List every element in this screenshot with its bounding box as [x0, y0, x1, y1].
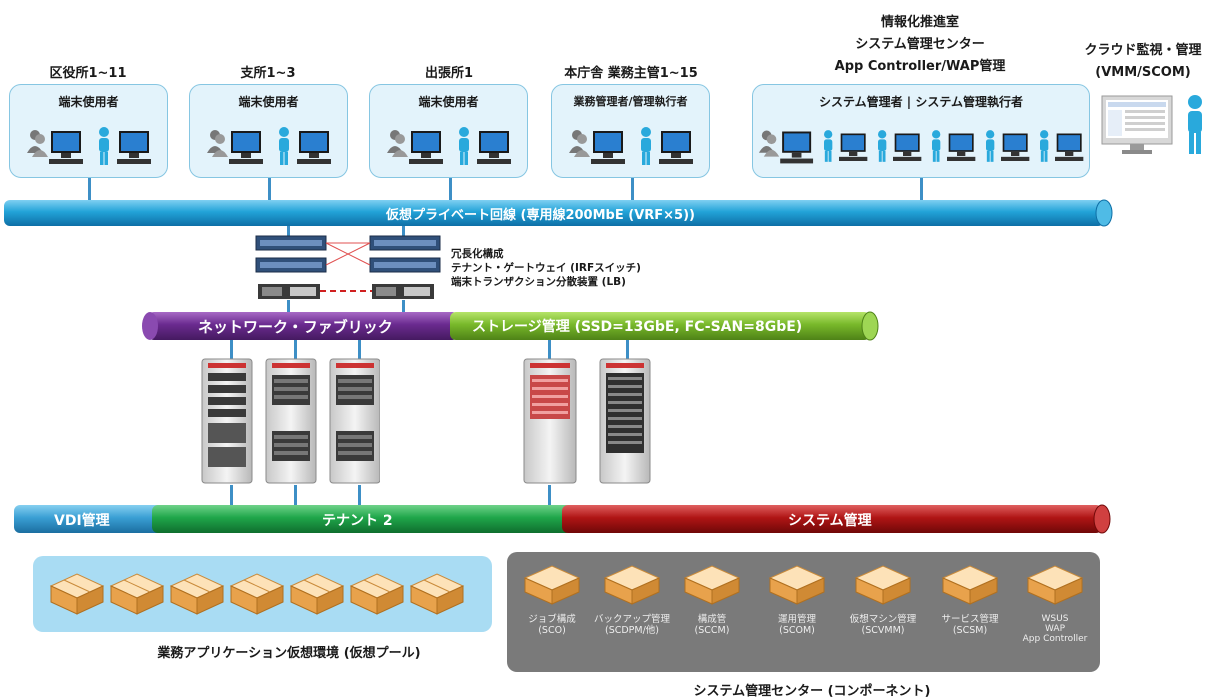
network-fabric-label: ネットワーク・ファブリック: [198, 318, 393, 336]
user-group: [370, 125, 527, 167]
person-icon: [986, 130, 1030, 162]
person-icon: [1040, 130, 1084, 162]
component-label: 運用管理(SCOM): [777, 614, 816, 636]
box-label: 端末使用者: [58, 95, 119, 109]
storage-arrays-icon: [523, 358, 651, 484]
site-title-it-office: 情報化推進室 システム管理センター App Controller/WAP管理: [834, 15, 1006, 74]
virtual-server-boxes-icon: [49, 573, 465, 615]
monitoring-console-icon: [1101, 95, 1202, 154]
person-icon: [640, 127, 693, 165]
person-icon: [932, 130, 976, 162]
tenant-system-pipe: [14, 504, 1111, 534]
cloud-monitor-title: クラウド監視・管理 (VMM/SCOM): [1084, 43, 1202, 80]
system-management-label: システム管理: [788, 513, 872, 529]
vdi-label: VDI管理: [54, 513, 110, 529]
user-group: [552, 125, 709, 167]
storage-label: ストレージ管理 (SSD=13GbE, FC-SAN=8GbE): [472, 319, 803, 335]
components-caption: システム管理センター (コンポーネント): [693, 684, 931, 699]
connector-line: [402, 226, 405, 238]
site-box-branch-offices: 端末使用者: [189, 84, 348, 178]
user-group-icon: [206, 130, 263, 164]
person-icon: [98, 127, 151, 165]
component-box-icon: [683, 565, 741, 605]
user-group: [10, 125, 167, 167]
connector-line: [287, 226, 290, 238]
site-box-it-office: システム管理者 | システム管理執行者: [752, 84, 1090, 178]
user-group: [190, 125, 347, 167]
connector-line: [920, 178, 923, 200]
component-sccm: 構成管(SCCM): [673, 562, 751, 636]
component-box-icon: [768, 565, 826, 605]
component-box-icon: [1026, 565, 1084, 605]
component-box-icon: [603, 565, 661, 605]
person-icon: [878, 130, 922, 162]
site-box-ward-offices: 端末使用者: [9, 84, 168, 178]
site-title-main-building: 本庁舎 業務主管1~15: [564, 66, 698, 81]
user-group-icon: [568, 130, 625, 164]
component-scom: 運用管理(SCOM): [758, 562, 836, 636]
user-group: [753, 125, 1089, 167]
component-box-icon: [941, 565, 999, 605]
connector-line: [294, 485, 297, 507]
component-box-icon: [854, 565, 912, 605]
person-icon: [278, 127, 331, 165]
connector-line: [358, 485, 361, 507]
connector-line: [358, 340, 361, 360]
redundancy-note: 冗長化構成 テナント・ゲートウェイ (IRFスイッチ) 端末トランザクション分散…: [451, 248, 641, 288]
connector-line: [548, 340, 551, 360]
component-label: 構成管(SCCM): [694, 614, 730, 636]
connector-line: [449, 178, 452, 200]
box-label: 端末使用者: [238, 95, 299, 109]
component-label: バックアップ管理(SCDPM/他): [593, 614, 670, 636]
virtual-pool-caption: 業務アプリケーション仮想環境 (仮想プール): [157, 646, 421, 661]
user-group-icon: [26, 130, 83, 164]
site-box-main-building: 業務管理者/管理執行者: [551, 84, 710, 178]
connector-line: [548, 485, 551, 507]
server-racks-icon: [201, 358, 380, 484]
component-scsm: サービス管理(SCSM): [931, 562, 1009, 636]
connector-line: [88, 178, 91, 200]
user-group-icon: [758, 130, 814, 164]
component-scdpm: バックアップ管理(SCDPM/他): [593, 562, 671, 636]
site-title-field-office: 出張所1: [424, 66, 474, 81]
connector-line: [287, 300, 290, 314]
box-label: 業務管理者/管理執行者: [573, 95, 688, 108]
component-box-icon: [523, 565, 581, 605]
connector-line: [230, 485, 233, 507]
connector-line: [230, 340, 233, 360]
connector-line: [402, 300, 405, 314]
component-sco: ジョブ構成(SCO): [513, 562, 591, 636]
virtual-pool-panel: [33, 556, 492, 632]
fabric-storage-pipe: [142, 311, 879, 341]
connector-line: [631, 178, 634, 200]
connector-line: [294, 340, 297, 360]
component-label: 仮想マシン管理(SCVMM): [849, 614, 917, 636]
person-icon: [824, 130, 868, 162]
site-title-branch-offices: 支所1~3: [240, 66, 296, 81]
vpn-pipe: [4, 199, 1113, 227]
redundant-switches-icon: [255, 235, 441, 299]
component-label: ジョブ構成(SCO): [528, 614, 576, 636]
tenant-label: テナント 2: [322, 513, 393, 529]
component-scvmm: 仮想マシン管理(SCVMM): [844, 562, 922, 636]
site-title-ward-offices: 区役所1~11: [49, 66, 127, 81]
user-group-icon: [386, 130, 443, 164]
site-box-field-office: 端末使用者: [369, 84, 528, 178]
box-label: 端末使用者: [418, 95, 479, 109]
connector-line: [268, 178, 271, 200]
connector-line: [626, 340, 629, 360]
component-label: サービス管理(SCSM): [941, 614, 999, 636]
person-icon: [458, 127, 511, 165]
vpn-label: 仮想プライベート回線 (専用線200MbE (VRF×5)): [386, 208, 695, 223]
box-label: システム管理者 | システム管理執行者: [818, 95, 1024, 109]
